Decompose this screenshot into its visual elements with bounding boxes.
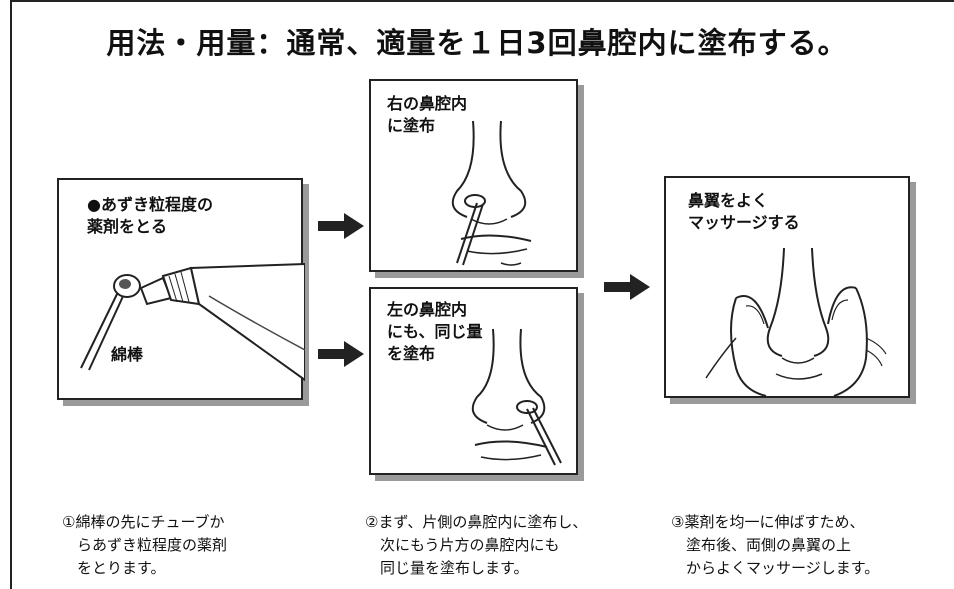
outer-frame <box>10 0 954 589</box>
panel-apply-right: 右の鼻腔内 に塗布 <box>369 79 578 272</box>
panel-apply-left: 左の鼻腔内 にも、同じ量 を塗布 <box>369 287 578 475</box>
panel-take-medicine: ●あずき粒程度の 薬剤をとる 綿棒 <box>57 178 305 400</box>
caption-step-1: ①綿棒の先にチューブか らあずき粒程度の薬剤 をとります。 <box>62 513 228 577</box>
massage-hands-illustration <box>705 247 887 397</box>
nose-right-illustration <box>451 120 532 266</box>
panel2a-label: 右の鼻腔内 に塗布 <box>387 94 468 135</box>
panel2b-label: 左の鼻腔内 にも、同じ量 を塗布 <box>387 300 483 363</box>
swab-label: 綿棒 <box>111 345 144 364</box>
panel1-label: ●あずき粒程度の 薬剤をとる <box>87 195 213 236</box>
arrow-right-icon <box>318 341 364 367</box>
panel3-label: 鼻翼をよく マッサージする <box>688 191 800 232</box>
nose-left-illustration <box>471 328 562 466</box>
page-title: 用法・用量：通常、適量を１日3回鼻腔内に塗布する。 <box>106 26 848 60</box>
arrow-right-icon <box>604 274 650 300</box>
caption-step-3: ③薬剤を均一に伸ばすため、 塗布後、両側の鼻翼の上 からよくマッサージします。 <box>671 513 880 577</box>
caption-step-2: ②まず、片側の鼻腔内に塗布し、 次にもう片方の鼻腔内にも 同じ量を塗布します。 <box>365 513 588 577</box>
tube-swab-illustration <box>80 262 305 382</box>
panel-massage: 鼻翼をよく マッサージする <box>664 176 910 398</box>
arrow-right-icon <box>318 213 364 239</box>
